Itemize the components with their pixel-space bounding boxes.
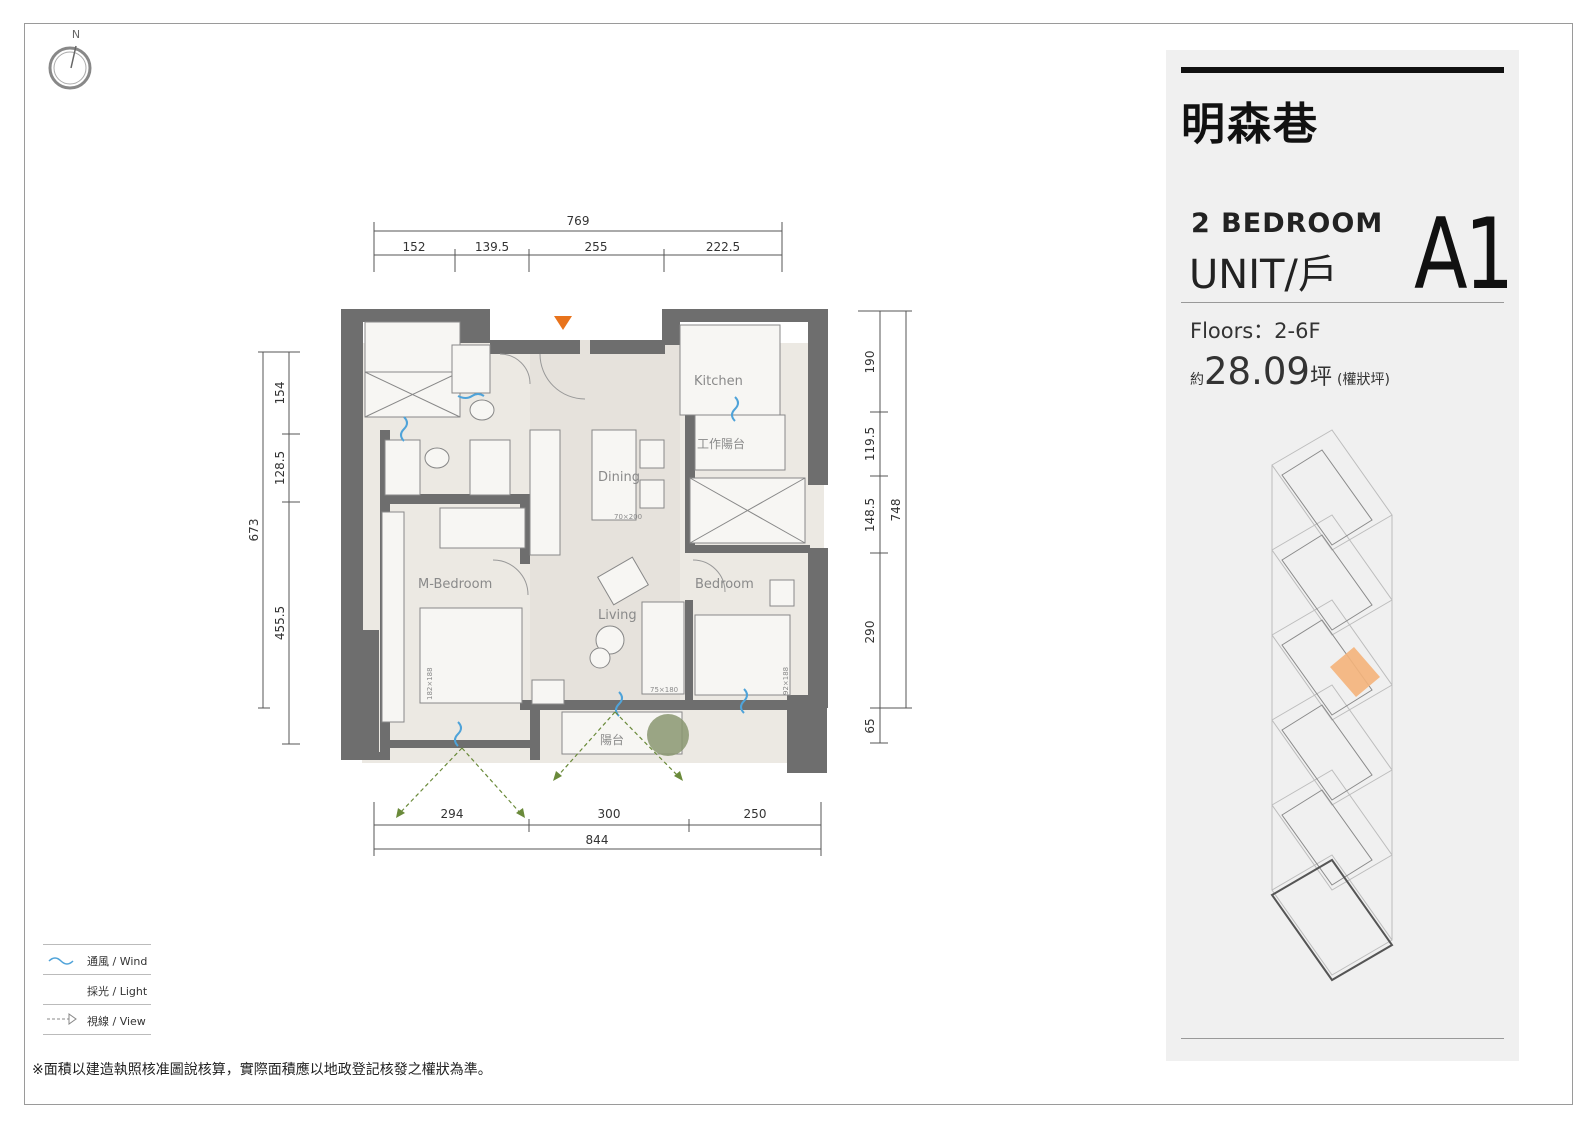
legend-item-view: 視線 / View [43,1004,151,1035]
dim-bottom-total: 844 [586,833,609,847]
dim-right-1: 190 [863,351,877,374]
legend-label-wind: 通風 / Wind [87,955,148,968]
dim-top-3: 255 [585,240,608,254]
room-label-dining: Dining [598,470,640,485]
page-frame [24,23,1573,1105]
unit-highlight [1330,647,1380,697]
view-icon [47,1013,77,1025]
view-lines [397,711,681,816]
room-label-master-bedroom: M-Bedroom [418,577,492,592]
dim-top-2: 139.5 [475,240,509,254]
floor-range: Floors：2-6F [1190,319,1321,343]
wind-icon [48,957,74,965]
unit-code: A1 [1414,198,1514,312]
dining-table-size: 70×200 [614,513,642,521]
room-label-kitchen: Kitchen [694,374,743,389]
entry-marker [554,316,572,330]
dim-left-3: 455.5 [273,606,287,640]
view-arrowheads [396,771,683,818]
north-compass: N [46,28,98,98]
panel-bottom-line [1181,1038,1504,1039]
unit-area: 約28.09坪 (權狀坪) [1190,350,1390,393]
legend-item-wind: 通風 / Wind [43,944,151,974]
doors [492,353,726,596]
dim-right-total: 748 [889,499,903,522]
unit-label: UNIT/戶 [1189,252,1338,298]
dim-bottom-3: 250 [744,807,767,821]
second-bed-size: 92×188 [782,667,790,695]
dim-right-4: 290 [863,621,877,644]
plant [647,714,689,756]
dim-top-4: 222.5 [706,240,740,254]
dim-top-total: 769 [567,214,590,228]
wind-arrows [400,393,748,747]
legend-label-light: 採光 / Light [87,985,148,998]
area-footnote: ※面積以建造執照核准圖說核算，實際面積應以地政登記核發之權狀為準。 [32,1062,492,1078]
bedroom-count: 2 BEDROOM [1191,208,1384,239]
dim-left-total: 673 [247,519,261,542]
legend-label-view: 視線 / View [87,1015,146,1028]
room-label-service-balcony: 工作陽台 [697,436,745,451]
panel-divider [1181,302,1504,303]
dim-bottom-2: 300 [598,807,621,821]
master-bed-size: 182×188 [426,667,434,700]
building-key-plan [1270,429,1394,982]
panel-top-bar [1181,67,1504,73]
area-note: (權狀坪) [1337,372,1390,388]
floor-plan: 769 152 139.5 255 222.5 673 154 128.5 45… [247,214,912,856]
dim-top-1: 152 [403,240,426,254]
room-label-balcony: 陽台 [600,732,624,747]
room-label-bedroom: Bedroom [695,577,754,592]
key-plan-outlines [1271,429,1393,976]
dim-right-3: 148.5 [863,498,877,532]
compass-icon [48,45,92,90]
unit-info-panel: 明森巷 2 BEDROOM UNIT/戶 A1 Floors：2-6F 約28.… [1166,50,1519,1061]
dim-right-2: 119.5 [863,427,877,461]
dim-right-5: 65 [863,718,877,733]
dimension-lines [258,222,912,856]
sofa-size: 75×180 [650,686,678,694]
dim-bottom-1: 294 [441,807,464,821]
dim-left-1: 154 [273,382,287,405]
room-label-living: Living [598,608,637,623]
area-unit: 坪 [1309,365,1332,390]
dim-left-2: 128.5 [273,451,287,485]
area-value: 28.09 [1204,350,1310,393]
key-plan-detail [1281,449,1373,886]
key-plan-base [1270,858,1394,982]
project-name: 明森巷 [1181,99,1319,150]
north-label: N [71,28,81,41]
legend: 通風 / Wind 採光 / Light 視線 / View [43,944,151,1035]
legend-item-light: 採光 / Light [43,974,151,1004]
furniture [364,321,806,755]
area-prefix: 約 [1190,372,1204,388]
